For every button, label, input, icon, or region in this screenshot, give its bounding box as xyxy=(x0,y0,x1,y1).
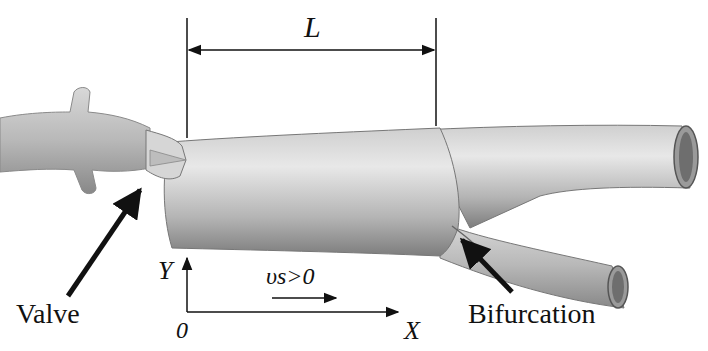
axis-label: X xyxy=(404,318,420,344)
dimension-label: L xyxy=(304,12,321,42)
part-label: Valve xyxy=(16,300,80,328)
velocity-label: υs>0 xyxy=(266,264,315,288)
axis-label: Y xyxy=(158,258,172,284)
part-label: Bifurcation xyxy=(468,300,596,328)
origin-label: 0 xyxy=(176,318,188,342)
